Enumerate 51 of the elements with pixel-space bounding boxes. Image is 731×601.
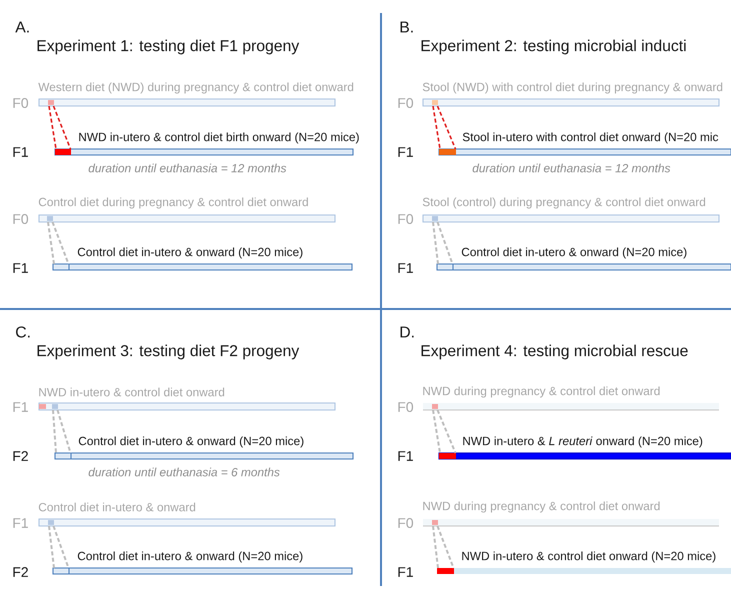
duration-note: duration until euthanasia = 12 months (88, 164, 286, 172)
bar-label: Stool (control) during pregnancy & control diet onward (422, 197, 706, 209)
generation-label: F1 (13, 147, 28, 157)
bar-label: Control diet in-utero & onward (N=20 mice) (78, 436, 304, 448)
panel-title: Experiment 3: testing diet F2 progeny (38, 344, 300, 360)
dashed-connector (432, 105, 456, 150)
generation-label: F1 (13, 263, 28, 273)
bar-label: Control diet in-utero & onward (38, 502, 196, 512)
bar-label: NWD during pregnancy & control diet onward (423, 501, 660, 513)
duration-note: duration until euthanasia = 12 months (472, 164, 670, 172)
generation-label: F0 (13, 98, 28, 108)
bar-label: Control diet in-utero & onward (N=20 mice) (462, 247, 686, 259)
bar-label: NWD in-utero & control diet onward (39, 388, 224, 396)
bar-label: Stool (NWD) with control diet during pregnancy & onward (422, 82, 722, 94)
generation-label: F2 (13, 451, 28, 461)
bar-label: Western diet (NWD) during pregnancy & control diet onward (38, 82, 354, 94)
panel-title: Experiment 4: testing microbial rescue (422, 344, 688, 360)
bar-label: NWD in-utero & control diet onward (N=20 mice) (462, 551, 716, 563)
duration-note: duration until euthanasia = 6 months (88, 468, 280, 476)
panel-letter: A. (15, 22, 29, 32)
bar-label: Stool in-utero with control diet onward (N=20 mic (462, 132, 718, 144)
panel-title: Experiment 2: testing microbial inducti (422, 40, 686, 54)
bar-label: NWD during pregnancy & control diet onward (423, 386, 660, 398)
dashed-connector (432, 525, 454, 569)
bar-label: Control diet in-utero & onward (N=20 mice) (78, 551, 302, 563)
dashed-connector (432, 409, 456, 454)
dashed-connector (48, 525, 70, 569)
generation-label: F0 (398, 214, 414, 224)
generation-label: F0 (398, 518, 414, 528)
generation-label: F0 (398, 98, 414, 108)
generation-label: F1 (13, 518, 28, 528)
bar-label: NWD in-utero & control diet birth onward (N=20 mice) (79, 132, 359, 144)
panel-letter: D. (400, 326, 414, 338)
generation-label: F1 (398, 147, 413, 157)
panel-letter: C. (16, 326, 30, 338)
generation-label: F0 (398, 402, 414, 412)
generation-label: F1 (398, 263, 413, 273)
generation-label: F2 (13, 567, 28, 577)
generation-label: F1 (398, 451, 413, 461)
bar-label: Control diet in-utero & onward (N=20 mice) (78, 247, 302, 259)
bar-label: NWD in-utero & L reuteri onward (N=20 mice) (463, 436, 702, 448)
dashed-connector (52, 409, 72, 454)
dashed-connector (48, 105, 72, 150)
generation-label: F1 (13, 402, 28, 412)
panel-title: Experiment 1: testing diet F1 progeny (38, 40, 300, 54)
generation-label: F0 (13, 214, 28, 224)
bar-label: Control diet during pregnancy & control diet onward (38, 197, 308, 209)
generation-label: F1 (398, 567, 413, 577)
panel-letter: B. (400, 22, 413, 32)
dashed-connector (47, 221, 70, 265)
dashed-connector (432, 221, 454, 265)
